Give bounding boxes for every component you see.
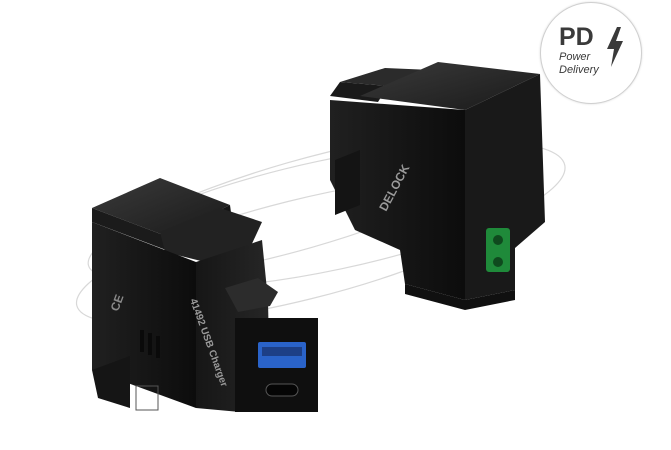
front-module: CE 41492 USB Charger — [92, 178, 318, 412]
badge-line1: Power — [559, 51, 591, 63]
lightning-bolt-icon — [607, 27, 623, 67]
power-delivery-badge: PD Power Delivery — [540, 2, 642, 104]
usb-c-port — [265, 383, 299, 397]
ce-mark: CE — [108, 293, 127, 313]
badge-main-text: PD — [559, 23, 594, 51]
terminal-block — [486, 228, 510, 272]
rear-module: DELOCK — [330, 62, 545, 310]
badge-line2: Delivery — [559, 64, 599, 76]
